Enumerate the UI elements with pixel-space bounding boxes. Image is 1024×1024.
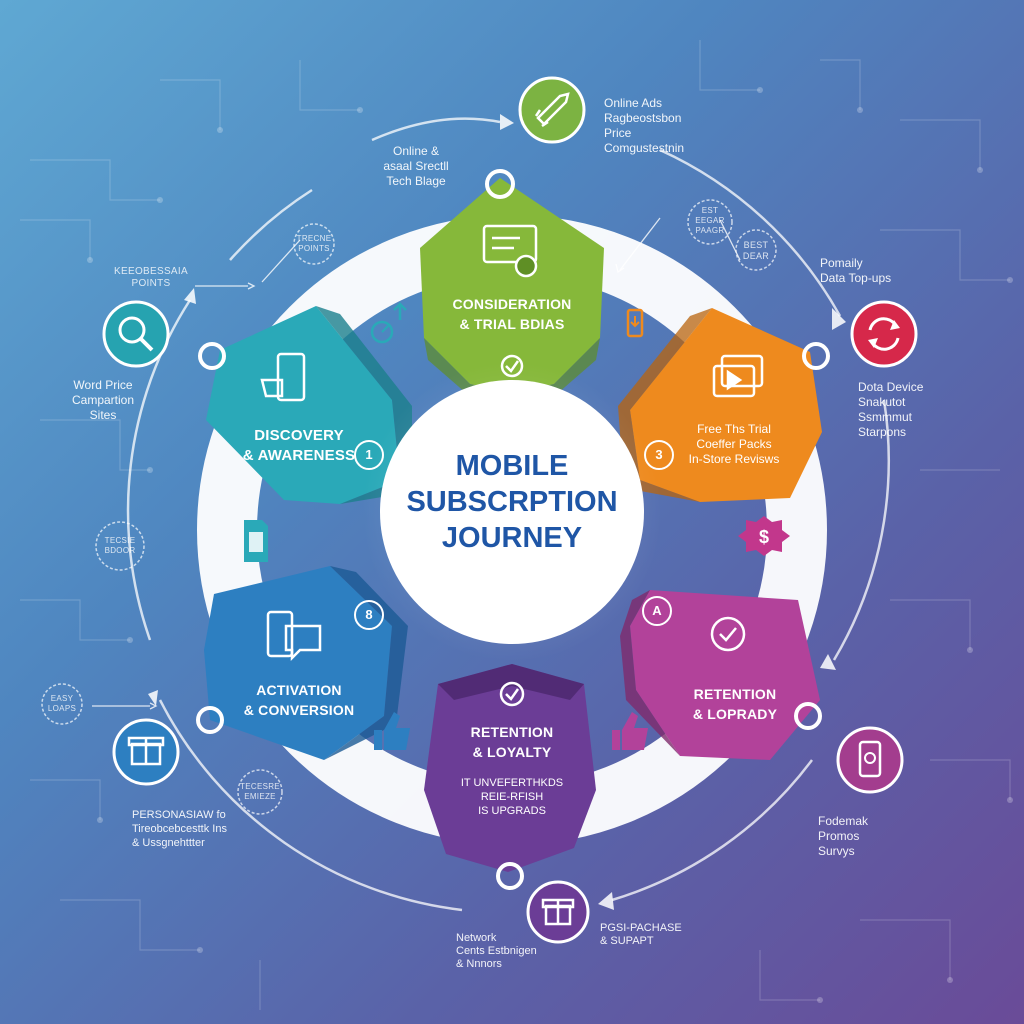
annotation-touch-points: KEEOBESSAIA POINTS <box>114 266 188 289</box>
rocket-icon[interactable] <box>518 76 586 144</box>
phone-icon[interactable] <box>836 726 904 794</box>
video-card-icon <box>712 354 764 398</box>
tag-badges <box>41 199 777 815</box>
retention-right-label: RETENTION & LOPRADY <box>692 686 778 722</box>
retention-bottom-sub: IT UNVEFERTHKDS REIE-RFISH IS UPGRADS <box>460 777 564 817</box>
refresh-icon[interactable] <box>850 300 918 368</box>
sim-card-icon <box>244 520 268 562</box>
search-icon[interactable] <box>102 300 170 368</box>
page-title: MOBILE SUBSCRPTION JOURNEY <box>406 450 618 554</box>
annotation-online-ads: Online Ads Ragbeostsbon Price Comgustest… <box>604 96 685 155</box>
annotation-word-price: Word Price Campartion Sites <box>71 378 135 422</box>
check-icon-bottom <box>499 681 525 707</box>
annotation-popular-data: Pomaily Data Top-ups <box>820 256 892 285</box>
annotation-device: Dota Device Snakutot Ssmmmut Starpons <box>858 380 924 439</box>
document-icon <box>482 224 538 278</box>
thumbs-up-icon-right <box>612 712 648 750</box>
activation-label: ACTIVATION & CONVERSION <box>243 682 355 718</box>
circuit-pattern <box>20 40 1011 1010</box>
phone-icon-ring <box>626 308 644 338</box>
connector-nodes <box>196 169 830 890</box>
segment-activation[interactable] <box>204 566 408 760</box>
annotation-feedback: Fodemak Promos Survys <box>818 814 869 858</box>
svg-text:$: $ <box>759 527 769 547</box>
thumbs-up-icon <box>374 712 410 750</box>
annotation-post-purchase: PGSI-PACHASE & SUPAPT <box>600 922 682 947</box>
annotation-online-social: Online & asaal Srectll Tech Blage <box>383 144 449 188</box>
gift-icon-bottom[interactable] <box>526 880 590 944</box>
segment-retention-bottom[interactable] <box>424 664 596 872</box>
circuit-nodes <box>87 87 1013 1003</box>
step-badge-activation: 8 <box>354 600 384 630</box>
hand-phone-icon <box>260 352 306 402</box>
annotation-personalised: PERSONASIAW fo Tireobcebcesttk Ins & Uss… <box>132 809 227 849</box>
step-badge-offer: 3 <box>644 440 674 470</box>
annotation-tag-left: TRECNE POINTS <box>296 234 332 253</box>
chat-icon <box>266 610 322 662</box>
segment-retention-right[interactable] <box>620 590 820 760</box>
gift-icon[interactable] <box>112 718 180 786</box>
smile-check-icon <box>710 616 746 652</box>
center-circle <box>380 380 644 644</box>
annotation-best-deal: BEST DEAR <box>742 240 770 261</box>
cycle-arrow-heads <box>148 114 846 910</box>
annotation-network: Network Cents Estbnigen & Nnnors <box>456 932 537 970</box>
offer-sub: Free Ths Trial Coeffer Packs In-Store Re… <box>688 422 780 466</box>
step-badge-discovery: 1 <box>354 440 384 470</box>
dollar-icon: $ <box>738 516 790 556</box>
annotation-tag-right-top: EST EEGAR PAAGR <box>695 206 725 235</box>
retention-bottom-label: RETENTION & LOYALTY <box>470 724 554 760</box>
consideration-label: CONSIDERATION & TRIAL BDIAS <box>452 296 572 332</box>
check-icon-top <box>500 354 524 378</box>
annotation-tag-left-low: TECESRE EMIEZE <box>240 782 280 801</box>
annotation-tag-left-mid: TECSIE BDOOR <box>104 536 136 555</box>
annotation-easy-loaps: EASY LOAPS <box>47 694 77 713</box>
discovery-label: DISCOVERY & AWARENESS <box>242 427 356 464</box>
step-badge-retention: A <box>642 596 672 626</box>
stopwatch-icon <box>370 302 407 344</box>
